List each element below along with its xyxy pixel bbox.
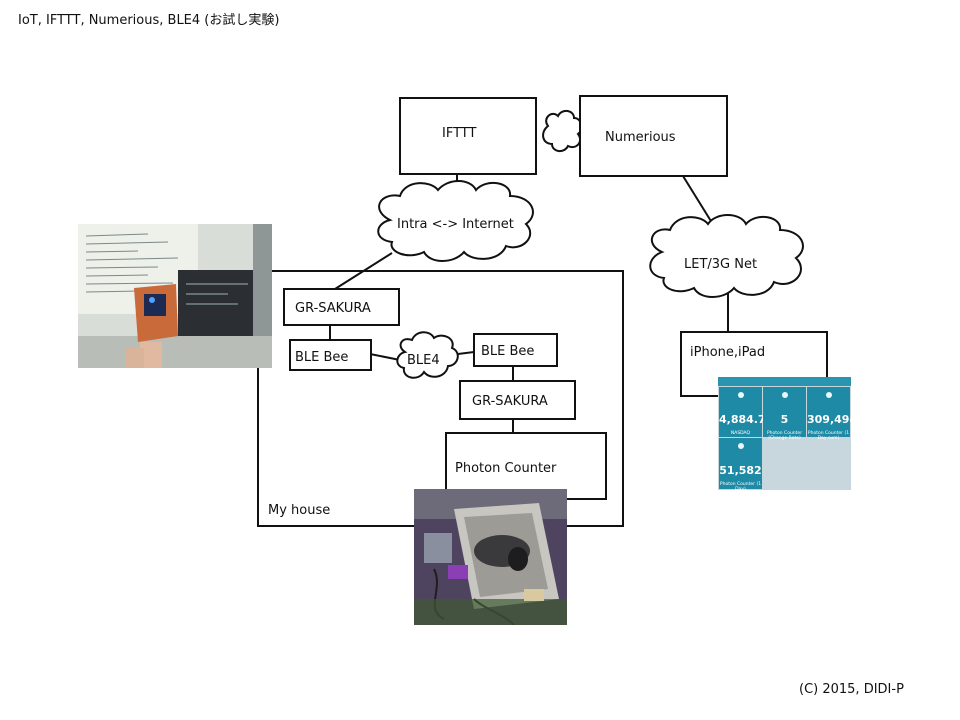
ble-bee-box-1: BLE Bee	[289, 339, 372, 371]
tile-icon	[737, 392, 744, 398]
app-tile: 5 Photon Counter (Change Rate)	[763, 387, 806, 441]
ble-bee-box-2: BLE Bee	[473, 333, 558, 367]
tile-value: 4,884.74	[719, 413, 774, 426]
photon-counter-photo	[414, 489, 567, 625]
copyright-text: (C) 2015, DIDI-P	[799, 682, 904, 697]
tile-caption: NASDAQ	[730, 431, 751, 436]
let-3g-label: LET/3G Net	[684, 257, 758, 272]
ble-bee-label-2: BLE Bee	[481, 344, 535, 359]
app-tile: 51,582 Photon Counter (1 Day)	[719, 438, 762, 490]
cloud-shape	[542, 110, 583, 152]
photo-illustration	[414, 489, 567, 625]
gr-sakura-label-1: GR-SAKURA	[295, 301, 371, 316]
app-tile: 4,884.74 NASDAQ	[719, 387, 774, 437]
tile-value: 51,582	[719, 464, 762, 477]
ifttt-box: IFTTT	[399, 97, 537, 175]
tile-icon	[825, 392, 832, 398]
app-tile: 309,494 Photon Counter (1 Day sum)	[807, 387, 851, 441]
my-house-label: My house	[268, 503, 331, 518]
cloud-shape	[377, 180, 534, 262]
tile-icon	[781, 392, 788, 398]
gr-sakura-label-2: GR-SAKURA	[472, 394, 548, 409]
numerious-label: Numerious	[605, 130, 676, 145]
app-status-bar	[718, 377, 851, 386]
gr-sakura-photo	[78, 224, 272, 368]
gr-sakura-box-2: GR-SAKURA	[459, 380, 576, 420]
iphone-ipad-label: iPhone,iPad	[690, 345, 766, 360]
tile-caption: Photon Counter (Change Rate)	[766, 431, 803, 441]
numerious-box: Numerious	[579, 95, 728, 177]
page-title: IoT, IFTTT, Numerious, BLE4 (お試し実験)	[18, 13, 280, 28]
ble4-label: BLE4	[407, 353, 440, 368]
tile-value: 309,494	[807, 413, 851, 426]
tile-value: 5	[780, 413, 789, 426]
intra-internet-label: Intra <-> Internet	[397, 217, 514, 232]
photo-illustration	[78, 224, 272, 368]
tile-icon	[737, 443, 744, 449]
ble-bee-label-1: BLE Bee	[295, 350, 349, 365]
numerious-app-screenshot: 4,884.74 NASDAQ 5 Photon Counter (Change…	[718, 377, 851, 490]
gr-sakura-box-1: GR-SAKURA	[283, 288, 400, 326]
ifttt-label: IFTTT	[442, 126, 477, 141]
cloud-shape	[396, 331, 459, 379]
tile-caption: Photon Counter (1 Day)	[719, 482, 762, 490]
cloud-shape	[649, 214, 804, 298]
tile-caption: Photon Counter (1 Day sum)	[807, 431, 850, 441]
photon-counter-label: Photon Counter	[455, 461, 557, 476]
